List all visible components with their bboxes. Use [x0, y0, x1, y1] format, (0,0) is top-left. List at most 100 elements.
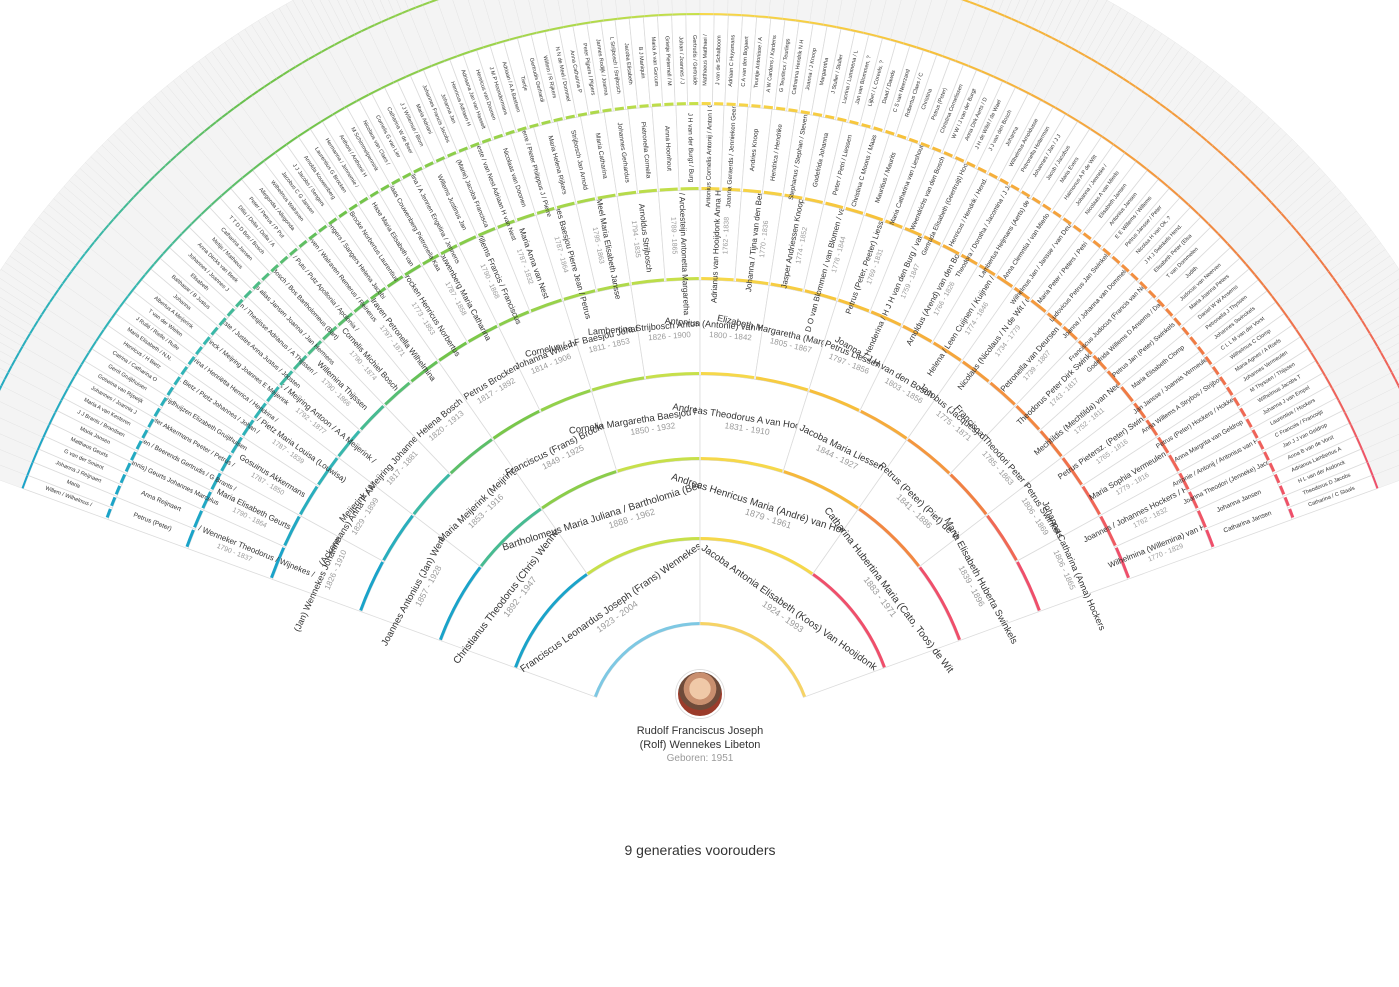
ancestor-sector-rim: [1128, 81, 1137, 88]
person-sector[interactable]: Maria Catharina: [579, 111, 618, 201]
sector-color-rim: [589, 110, 600, 115]
sector-color-rim: [541, 120, 551, 126]
ancestor-sector-rim: [1366, 462, 1374, 476]
ancestor-sector-rim: [159, 164, 167, 172]
sector-color-rim: [701, 187, 720, 191]
ancestor-sector-rim: [31, 449, 39, 464]
ancestor-sector-rim: [1054, 106, 1068, 116]
ancestor-sector-outer[interactable]: [699, 0, 715, 16]
ancestor-sector-rim: [1146, 168, 1159, 179]
ancestor-sector-rim: [251, 90, 259, 97]
ancestor-sector-rim: [1295, 328, 1305, 342]
person-sector[interactable]: Maria Meijerink (Meijring)1853 - 1916: [413, 439, 543, 569]
ancestor-sector-rim: [590, 19, 605, 24]
person-sector[interactable]: Gertrudis / Gertruide: [685, 14, 701, 106]
ancestor-sector-rim: [1270, 201, 1278, 209]
person-sector[interactable]: Andreas Henricus Maria (André) van Hooij…: [670, 459, 874, 576]
ancestor-sector-rim: [1302, 340, 1313, 354]
sector-color-rim: [1257, 440, 1265, 450]
ancestor-sector-rim: [153, 170, 161, 177]
sector-color-rim: [218, 317, 227, 327]
ancestor-sector-rim: [1357, 313, 1363, 322]
sector-color-rim: [556, 201, 575, 209]
sector-color-rim: [631, 278, 665, 286]
person-name: Johan / Joannes / J: [677, 36, 684, 84]
person-sector[interactable]: Weendrichs van den Bosch: [902, 149, 958, 238]
sector-color-rim: [884, 219, 903, 229]
ancestor-sector-rim: [347, 33, 356, 39]
person-sector[interactable]: Mauritius / Maurits: [863, 133, 913, 223]
sector-color-rim: [1111, 255, 1121, 265]
ancestor-sector-rim: [122, 201, 130, 209]
ancestor-sector-rim: [1141, 90, 1149, 97]
sector-color-rim: [173, 376, 181, 386]
sector-color-rim: [896, 133, 907, 140]
person-sector[interactable]: Catharina Hendrik N H: [786, 21, 814, 114]
sector-color-rim: [540, 389, 591, 412]
ancestor-sector-rim: [1018, 87, 1032, 96]
sector-color-rim: [618, 190, 637, 197]
ancestor-sector-rim: [795, 19, 810, 24]
ancestor-sector-rim: [1310, 352, 1320, 365]
ancestor-sector-rim: [1300, 235, 1307, 243]
sector-color-rim: [639, 104, 649, 108]
ancestor-sector-rim: [942, 55, 957, 62]
ancestor-sector-rim: [1254, 273, 1265, 286]
ancestor-sector-rim: [686, 13, 700, 16]
person-name: Matthaeus Matthaei /: [702, 34, 709, 86]
person-sector[interactable]: G Teurlincx / Teurlings: [773, 19, 800, 112]
person-sector[interactable]: Joanna Geraerds / Jennieken Geert / J G: [720, 89, 749, 208]
person-sector[interactable]: Pietronella Cornelia: [627, 106, 659, 195]
ancestor-sector-rim: [1006, 81, 1020, 90]
ancestor-sector-rim: [962, 0, 971, 4]
ancestor-sector-rim: [1153, 98, 1161, 105]
ancestor-sector-rim: [1304, 241, 1312, 249]
person-name: Tiertje: [519, 75, 529, 91]
ancestor-sector-rim: [79, 253, 86, 261]
ancestor-sector-rim: [41, 307, 47, 316]
person-sector[interactable]: Matthaeus Matthaei /: [699, 14, 715, 106]
person-years: 1789 - 1865: [669, 217, 677, 255]
ancestor-sector-rim: [1317, 363, 1327, 377]
ancestor-sector-rim: [220, 185, 233, 197]
ancestor-sector-rim: [1189, 125, 1197, 133]
ancestor-sector-rim: [456, 50, 471, 58]
sector-color-rim: [505, 129, 515, 136]
ancestor-sector-rim: [332, 106, 346, 116]
ancestor-sector-rim: [727, 13, 742, 17]
ancestor-sector-rim: [127, 196, 135, 204]
ancestor-sector-rim: [67, 375, 76, 389]
sector-color-rim: [553, 117, 563, 123]
ancestor-sector-rim: [1200, 135, 1208, 142]
person-sector[interactable]: J H van der Burgt / Burg: [675, 104, 701, 191]
ancestor-sector-rim: [57, 282, 64, 291]
person-sector[interactable]: Hendrica / Hendrike: [761, 108, 797, 197]
person-sector[interactable]: Johannes Gerhardus: [603, 108, 639, 197]
sector-color-rim: [943, 151, 954, 158]
sector-color-rim: [202, 336, 211, 346]
root-person[interactable]: Rudolf Franciscus Joseph (Rolf) Wennekes…: [600, 670, 800, 780]
ancestor-sector-outer[interactable]: [685, 0, 701, 16]
ancestor-sector-rim: [288, 65, 297, 72]
person-sector[interactable]: Arkesteijn / Arckesteijn Antonetta Marga…: [657, 155, 701, 316]
ancestor-sector-rim: [415, 3, 424, 9]
ancestor-sector-rim: [1177, 194, 1190, 206]
ancestor-sector-rim: [1340, 289, 1347, 297]
ancestor-sector-rim: [961, 0, 963, 1]
sector-color-rim: [986, 514, 1018, 562]
sector-color-rim: [359, 404, 385, 431]
ancestor-sector-rim: [135, 273, 146, 286]
